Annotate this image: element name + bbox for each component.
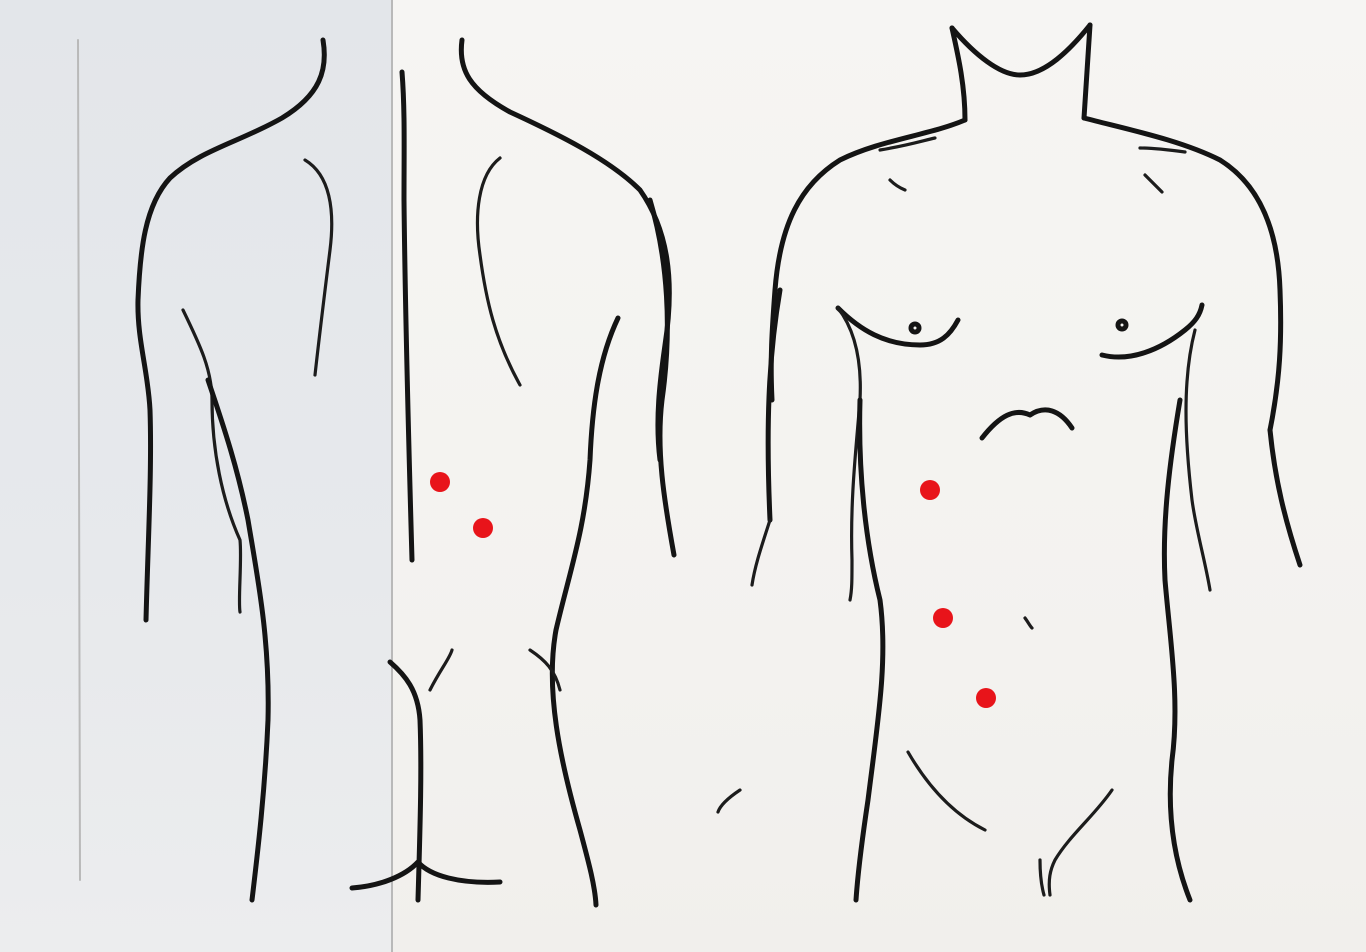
- back-left-scapula: [305, 160, 332, 375]
- front-costal-arch: [982, 410, 1072, 438]
- front-inner-thigh: [1040, 860, 1044, 895]
- front-right-nipple: [1118, 321, 1126, 329]
- front-right-arm-inner: [1186, 330, 1210, 590]
- front-right-groin: [1049, 790, 1112, 895]
- front-left-forearm: [752, 520, 770, 585]
- front-left-nipple: [911, 324, 919, 332]
- front-marker-lower: [976, 688, 996, 708]
- front-marker-upper: [920, 480, 940, 500]
- front-right-clavicle: [1140, 148, 1185, 152]
- front-left-groin: [908, 752, 985, 830]
- back-right-flank: [552, 318, 618, 905]
- front-right-shoulder: [1084, 118, 1281, 430]
- front-left-pectoral: [838, 308, 958, 345]
- back-right-shoulder-line: [461, 40, 669, 460]
- front-right-arm-outer: [1270, 430, 1300, 565]
- front-view-torso: [718, 25, 1300, 900]
- front-marker-middle: [933, 608, 953, 628]
- back-marker-lower: [473, 518, 493, 538]
- front-neck-collar: [952, 25, 1090, 75]
- front-right-shoulder-mark: [1145, 175, 1162, 192]
- back-right-hip-curve: [530, 650, 560, 690]
- back-gluteal-fold: [352, 862, 500, 888]
- back-hip-line: [430, 650, 452, 690]
- back-right-scapula: [477, 158, 520, 385]
- back-spine-line: [402, 72, 412, 560]
- front-left-shoulder: [771, 120, 965, 400]
- front-left-arm-outer: [768, 290, 780, 520]
- front-left-flank: [856, 400, 883, 900]
- back-marker-upper: [430, 472, 450, 492]
- back-view-torso: [138, 40, 674, 905]
- front-left-shoulder-mark: [890, 180, 905, 190]
- front-navel: [1025, 618, 1032, 628]
- front-left-hip-mark: [718, 790, 740, 812]
- paper-fold-line: [78, 40, 80, 880]
- back-left-shoulder-line: [138, 40, 324, 620]
- front-left-arm-inner: [838, 308, 860, 600]
- front-right-pectoral: [1102, 305, 1202, 357]
- front-right-flank: [1164, 400, 1190, 900]
- front-neck-right: [1084, 25, 1090, 118]
